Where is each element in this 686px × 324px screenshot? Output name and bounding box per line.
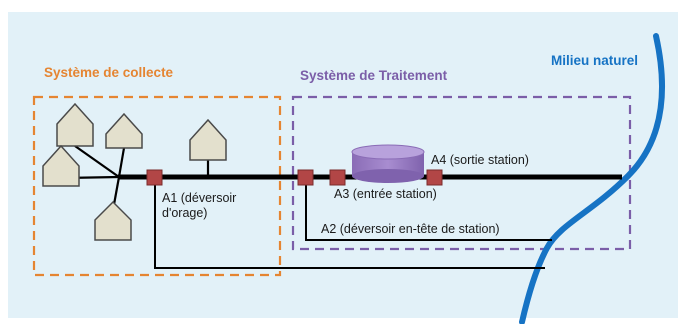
milieu-title: Milieu naturel [551, 53, 638, 68]
measurement-point-a2 [297, 169, 314, 186]
label-a2: A2 (déversoir en-tête de station) [321, 222, 500, 236]
branch-house-1 [74, 145, 120, 178]
collecte-title: Système de collecte [44, 65, 174, 80]
traitement-title: Système de Traitement [300, 68, 448, 83]
house-icon [42, 144, 80, 187]
branch-house-2 [117, 147, 126, 178]
collecte-boundary [32, 95, 282, 277]
label-a3: A3 (entrée station) [334, 187, 437, 201]
measurement-point-a3 [329, 169, 346, 186]
overflow-pipe-a1 [154, 180, 545, 269]
house-icon [105, 112, 143, 149]
treatment-tank-icon [351, 144, 425, 183]
river [519, 33, 666, 324]
label-a4: A4 (sortie station) [431, 153, 529, 167]
house-icon [94, 200, 132, 241]
tank-top [351, 144, 425, 160]
tank-bottom [352, 169, 424, 183]
measurement-point-a1 [146, 169, 163, 186]
house-icon [56, 102, 94, 147]
label-a1-line2: d'orage) [162, 206, 207, 220]
label-a1-line1: A1 (déversoir [162, 191, 236, 205]
house-icon [189, 118, 227, 161]
overflow-pipe-a2 [305, 180, 552, 241]
measurement-point-a4 [426, 169, 443, 186]
